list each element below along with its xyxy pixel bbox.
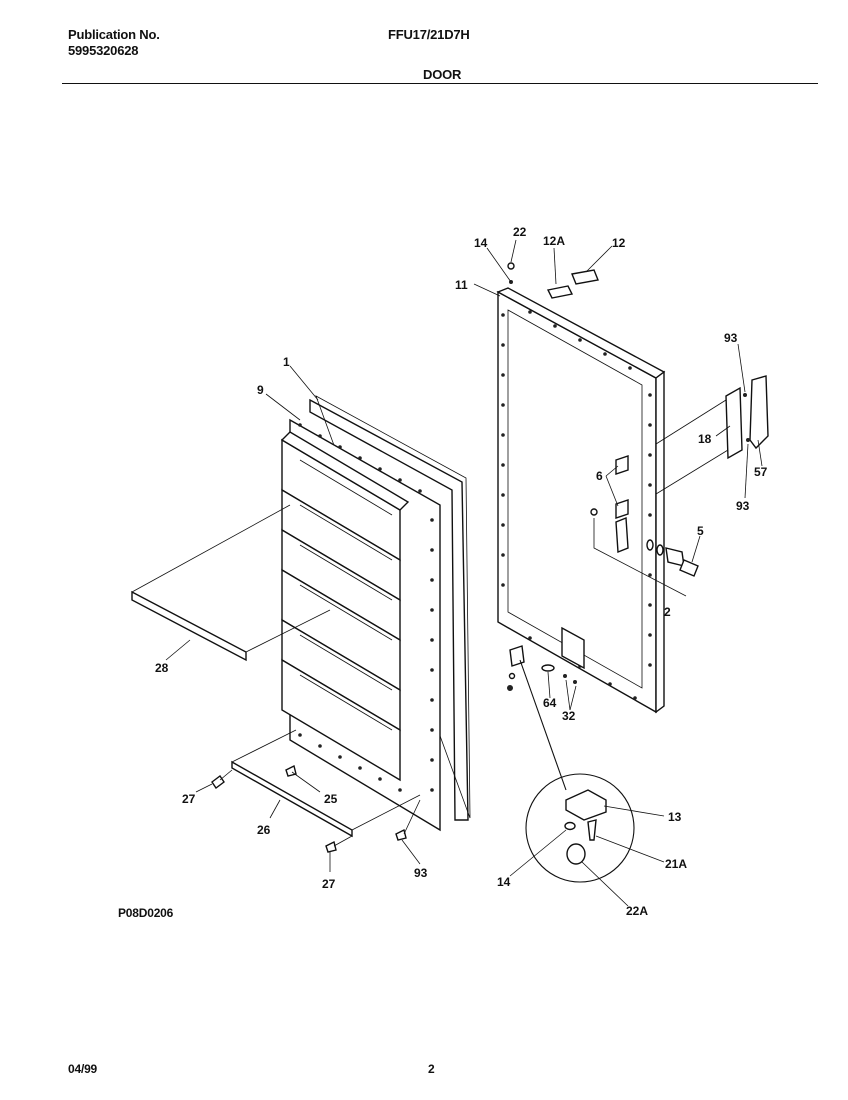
callout-2: 2 [664,605,671,619]
leader-lines [165,239,763,907]
callout-57: 57 [754,465,768,479]
screws-lower [211,764,421,853]
callout-11: 11 [455,278,468,292]
callout-18: 18 [698,432,712,446]
outer-door-panel [496,287,666,714]
callout-1: 1 [283,355,290,369]
callout-22a: 22A [626,904,648,918]
callout-27-upper: 27 [182,792,196,806]
page-number: 2 [428,1062,435,1076]
detail-circle [525,773,635,883]
callout-21a: 21A [665,857,687,871]
publication-number: 5995320628 [68,43,139,58]
door-rack-bar [131,504,331,662]
callout-32: 32 [562,709,576,723]
bottom-hardware [507,645,577,791]
callout-14-detail: 14 [497,875,511,889]
callout-26: 26 [257,823,271,837]
callout-12a: 12A [543,234,565,248]
callout-labels: 1 9 28 27 25 26 27 93 14 22 12A 12 11 93… [155,225,768,918]
footer-date: 04/99 [68,1062,98,1076]
callout-93-mid: 93 [736,499,750,513]
callout-93-top: 93 [724,331,738,345]
door-gasket [309,398,469,821]
callout-25: 25 [324,792,338,806]
liner-holes [298,423,434,792]
section-title: DOOR [423,67,462,82]
callout-14-top: 14 [474,236,488,250]
callout-22: 22 [513,225,527,239]
model-number: FFU17/21D7H [388,27,470,42]
callout-13: 13 [668,810,682,824]
callout-9: 9 [257,383,264,397]
callout-5: 5 [697,524,704,538]
callout-12: 12 [612,236,626,250]
publication-label: Publication No. [68,27,160,42]
callout-93-lower: 93 [414,866,428,880]
callout-64: 64 [543,696,557,710]
callout-27-lower: 27 [322,877,336,891]
liner-shelves [280,431,410,782]
handle-hardware [590,375,769,597]
figure-code: P08D0206 [118,906,174,920]
callout-6: 6 [596,469,603,483]
callout-28: 28 [155,661,169,675]
top-trim-pieces [507,262,599,299]
header-rule [62,83,818,84]
door-liner [280,395,471,832]
